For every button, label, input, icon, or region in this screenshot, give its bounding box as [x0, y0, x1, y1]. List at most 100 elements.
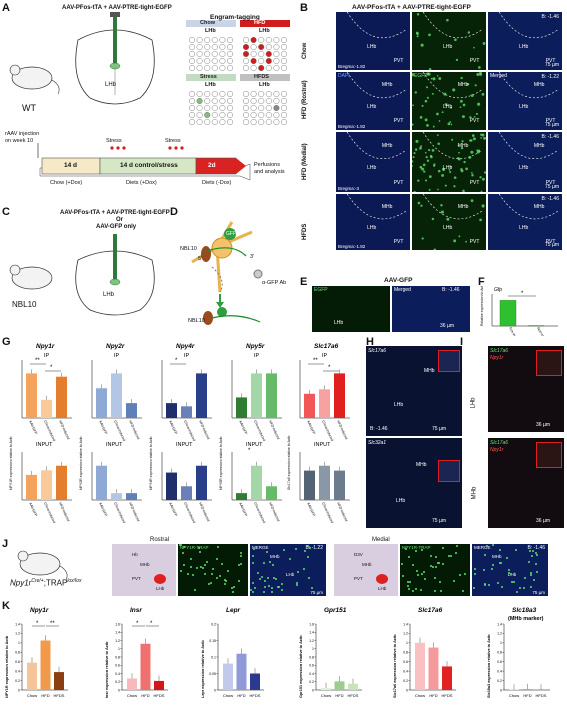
k-tick-label: 0.2 — [211, 622, 216, 626]
j-cell — [459, 574, 461, 576]
b-mhb-label: MHb — [458, 82, 469, 88]
g-tick-label: Chow-induced — [43, 420, 56, 442]
j-cell — [455, 552, 457, 554]
b-egfp-cell — [414, 191, 416, 192]
engram-cell — [251, 51, 257, 57]
a-diets-label: Diets (+Dox) — [126, 180, 157, 186]
engram-cell — [258, 37, 264, 43]
g-bar — [251, 466, 262, 500]
a-chow-label: Chow (+Dox) — [50, 180, 82, 186]
j-genotype: Npy1rCre/+;TRAPlox/lox — [10, 578, 81, 588]
d-nbl-label: NBL10 — [180, 246, 197, 252]
i-lhb-label: LHb — [471, 397, 477, 408]
k-bar — [335, 681, 345, 690]
k-bar — [41, 641, 51, 691]
b-egfp-cell — [429, 68, 432, 70]
engram-cell — [212, 51, 218, 57]
j-cell — [190, 558, 192, 560]
h-lhb-label-2: LHb — [396, 498, 405, 504]
k-ylabel: Gpr151 expression relative to Actb — [299, 635, 303, 698]
b-egfp-cell — [439, 120, 441, 122]
f-bar — [500, 300, 516, 326]
b-row-label: HFD (Rostral) — [302, 79, 308, 119]
b-egfp-cell — [462, 190, 465, 192]
j-rostral-label: Rostral — [150, 537, 169, 543]
g-bar — [26, 475, 37, 500]
syringe-icon — [113, 16, 117, 64]
b-micrograph: MergedB: -1.2275 µmLHbMHbPVT — [488, 72, 562, 130]
k-category-label: HFDS — [250, 693, 261, 698]
j-cell — [206, 561, 208, 563]
i-g1-label: Slc17a6 — [490, 348, 508, 354]
engram-cell — [274, 37, 280, 43]
k-bar — [154, 681, 164, 690]
j-cell — [409, 581, 411, 583]
engram-group-label: Stress — [200, 74, 217, 80]
b-egfp-cell — [412, 104, 414, 106]
b-egfp-cell — [412, 165, 413, 167]
k-ylabel: Slc17a6 expression relative to Actb — [393, 634, 397, 698]
j-lhb-label: LHb — [378, 586, 386, 591]
j-pvt-label: PVT — [354, 576, 363, 581]
i-scale-label-2: 36 µm — [536, 518, 550, 524]
j-cell — [533, 579, 535, 581]
engram-cell — [281, 105, 287, 111]
engram-cell — [258, 112, 264, 118]
b-lhb-label: LHb — [519, 165, 528, 171]
engram-cell — [243, 105, 249, 111]
j-cell — [194, 589, 196, 591]
b-egfp-cell — [479, 73, 482, 76]
e-egfp-image: EGFP LHb — [312, 286, 390, 332]
k-tick-label: 0 — [214, 688, 216, 692]
j-cell — [450, 555, 452, 557]
engram-cell — [281, 44, 287, 50]
engram-lhb-label: LHb — [259, 82, 270, 88]
k-ylabel: NPY1R expression relative to Actb — [5, 635, 9, 698]
b-pvt-label: PVT — [546, 239, 556, 245]
k-tick-label: 0.8 — [115, 655, 120, 659]
b-egfp-cell — [468, 156, 471, 159]
j-cell — [210, 582, 212, 584]
k-ylabel: Slc18a3 expression relative to Actb — [487, 634, 491, 698]
j-cell — [252, 591, 254, 593]
b-egfp-cell — [451, 124, 453, 126]
j-cell — [261, 576, 263, 578]
k-tick-label: 0 — [406, 688, 408, 692]
j-cell — [415, 588, 417, 590]
panel-g-charts: Npy1rIPINPUTNPY1R expression relative to… — [0, 340, 365, 538]
j-cell — [238, 580, 240, 582]
g-ylabel: NPY5R expression relative to Actb — [219, 436, 223, 490]
engram-cell — [197, 105, 203, 111]
b-egfp-cell — [425, 118, 428, 121]
b-micrograph: DAPIBregma:-1.82LHbMHbPVT — [336, 72, 410, 130]
e-egfp-label: EGFP — [314, 287, 328, 293]
engram-cell — [266, 112, 272, 118]
b-egfp-cell — [420, 116, 423, 119]
g-tick-label: Chow-induced — [183, 420, 196, 442]
panel-d-drawing — [172, 212, 300, 332]
b-egfp-cell — [441, 174, 444, 177]
g-tick-label: HFD-induced — [58, 502, 70, 522]
b-egfp-cell — [432, 149, 435, 152]
g-ylabel: NPY4R expression relative to Actb — [149, 436, 153, 490]
k-category-label: HFDS — [536, 693, 547, 698]
e-scale-label: 36 µm — [440, 323, 454, 329]
b-egfp-cell — [425, 179, 427, 181]
b-egfp-cell — [441, 211, 444, 214]
k-category-label: HFD — [237, 693, 245, 698]
panel-k-charts: Npy1rNPY1R expression relative to Actb00… — [0, 604, 567, 712]
j-cell — [528, 561, 530, 563]
c-lhb-label: LHb — [103, 292, 114, 298]
b-egfp-cell — [443, 93, 446, 96]
g-ip-label: IP — [44, 353, 50, 359]
j-cell — [416, 570, 418, 572]
k-sig: ** — [50, 621, 55, 627]
j-mhb-label: MHb — [140, 562, 150, 567]
b-mhb-label: MHb — [534, 82, 545, 88]
h-image-2: Slc32a1 MHb LHb 75 µm — [366, 438, 462, 528]
j-cell — [421, 549, 423, 551]
k-tick-label: 0.8 — [497, 651, 502, 655]
b-bregma-label: Bregma:-1.82 — [338, 124, 365, 129]
engram-cell — [243, 37, 249, 43]
